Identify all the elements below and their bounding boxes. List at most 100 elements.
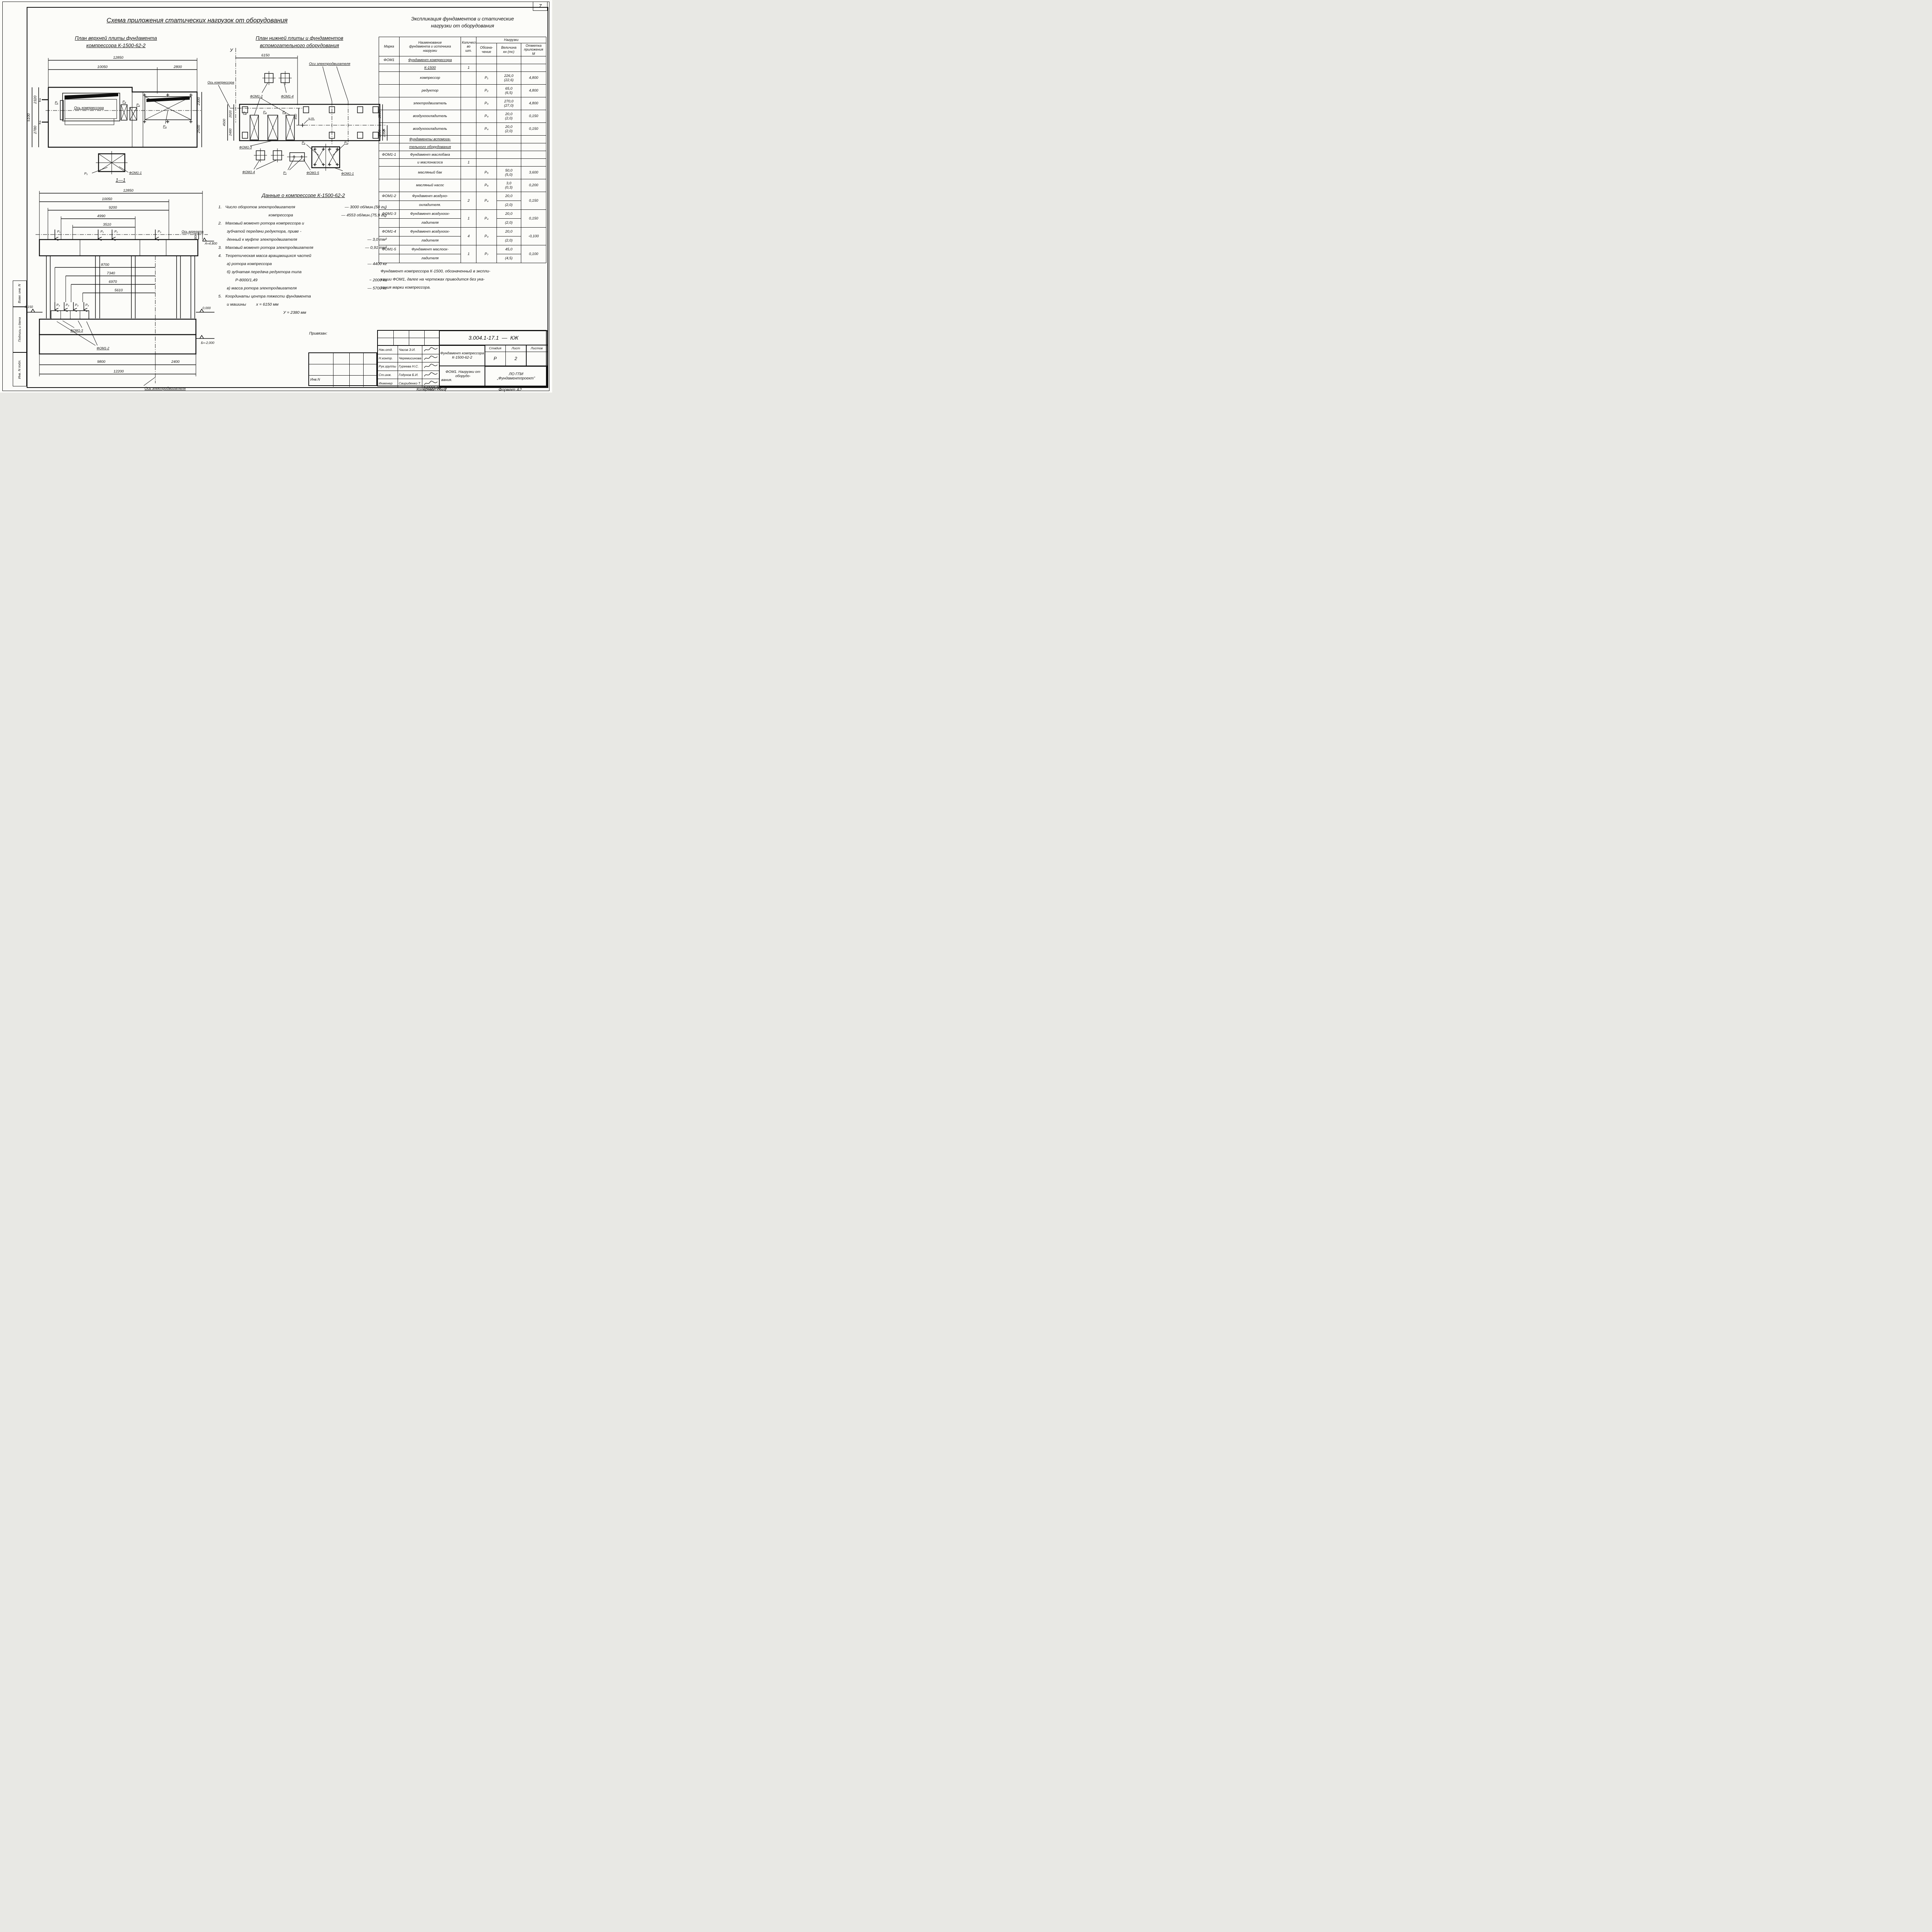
sheet-title-cell: ФОМ1. Нагрузки от оборудо-вания. [439, 366, 485, 387]
organization-cell: ЛО ГПИ„Фундаментпроект” [485, 366, 548, 387]
sdim-5610: 5610 [114, 288, 123, 293]
data-list-item: денный к муфте электродвигателя— 3,0 тм² [227, 237, 387, 242]
sdim-6970: 6970 [109, 280, 117, 284]
axis-comp-label: Ось компрессора [207, 80, 234, 84]
dim-2300: 2300 [197, 97, 201, 106]
dim-5100: 5100 [27, 113, 31, 122]
section-mark-1b: 1 [39, 120, 41, 125]
copied-by: Лбец [437, 388, 446, 392]
section-1-1: 1—1 12850 10050 9200 4990 3510 Ось агрег… [25, 177, 217, 391]
revision-grid [378, 331, 440, 345]
dim-2020: 2020 [228, 110, 232, 118]
format-label: Формат А2 [498, 388, 522, 392]
level-0150: 0,150 [25, 305, 33, 309]
sdim-12850: 12850 [123, 189, 134, 193]
label-fom1-2: ФОМ1-2 [250, 94, 263, 98]
axis-motor-label: Ось электродвигателя [145, 386, 186, 391]
label-fom1-3: ФОМ1-3 [239, 145, 252, 149]
signature [422, 362, 440, 371]
label-fom1-4-top: ФОМ1-4 [281, 94, 294, 98]
sdim-3510: 3510 [103, 223, 111, 227]
data-list-item: 2.Маховый момент ротора компрессора и [218, 221, 304, 226]
cooler-pedestals [250, 115, 295, 140]
stamp-role-row: Ст.инж.Годунов Б.И. [378, 371, 440, 379]
sload-p2: Р₂ [114, 230, 118, 233]
table-row: ладителя(4,5) [379, 254, 546, 263]
dim-2780: 2780 [33, 126, 37, 134]
role-name: Часов Э.И. [398, 346, 422, 354]
load-p5: Р₅ [84, 172, 88, 175]
drawing-sheet: 7 Взам. инв. N Подпись и дата Инв. N под… [0, 0, 552, 393]
data-list-item: У = 2380 мм [283, 310, 306, 315]
stage-block: Стадия Лист Листов Р 2 [485, 345, 548, 367]
dim-4500: 4500 [222, 119, 226, 126]
table-row: ладителя(2,0) [379, 236, 546, 245]
data-list-item: 1.Число оборотов электродвигателя— 3000 … [218, 205, 387, 209]
load-p3: Р₃ [163, 124, 167, 128]
load-p4: Р₄ [122, 100, 126, 104]
sload-p4b: Р₄ [66, 303, 70, 307]
data-list-item: в) масса ротора электродвигателя— 5700 к… [227, 286, 387, 291]
attached-grid: Инв.N [308, 352, 378, 387]
sheet-number: 7 [539, 3, 542, 9]
stamp-role-row: Нач.отд.Часов Э.И. [378, 346, 440, 354]
signature [422, 379, 440, 388]
margin-label-vzam: Взам. инв. N [17, 284, 22, 303]
data-heading: Данные о компрессоре К-1500-62-2 [262, 192, 345, 198]
dim-450: 450 [294, 114, 298, 119]
level-base: Б=-2,000 [201, 341, 214, 345]
load-p4-b: Р₄ [263, 110, 267, 114]
table-row: ладителя(2,0) [379, 218, 546, 228]
axes-motor-label: Оси электродвигателя [309, 62, 350, 66]
title-block: 3.004.1-17.1 — КЖ Нач.отд.Часов Э.И.Н.ко… [377, 330, 548, 388]
dim-10050: 10050 [97, 65, 108, 69]
data-list-item: 3.Маховый момент ротора электродвигателя… [218, 245, 387, 250]
axis-unit-label: Ось агрегата [182, 230, 204, 233]
data-list-item: б) зубчатая передача редуктора типа [227, 270, 302, 274]
order-number: 24206-01 8 [423, 386, 447, 391]
role-name: Гуреева Н.С. [398, 362, 422, 371]
sheet-value: 2 [514, 356, 517, 362]
plan-upper-slab: 12850 10050 2800 Ось компрессора 1 1 232… [27, 56, 202, 175]
copied-line: Копировал Лбец [417, 388, 446, 392]
sload-p1b: Р₁ [100, 230, 104, 233]
dim-2800: 2800 [173, 65, 182, 69]
center-gravity-label: ц.т. [308, 116, 315, 120]
drawing-frame [27, 7, 548, 388]
section-mark-1a: 1 [39, 97, 41, 103]
slabel-fom1-2: ФОМ1-2 [97, 346, 109, 350]
signature [422, 354, 440, 363]
order-sub: 8 [444, 386, 447, 391]
role-label: Н.контр. [378, 354, 398, 363]
slabel-fom1-3: ФОМ1-3 [70, 328, 83, 332]
data-list-item: а) ротора компрессора— 4400 кг [227, 262, 387, 266]
label-fom1-4-bottom: ФОМ1-4 [242, 170, 255, 174]
load-p1: Р₁ [55, 100, 58, 104]
doc-code-cell: 3.004.1-17.1 — КЖ [439, 330, 548, 345]
sload-p3: Р₃ [158, 230, 162, 233]
load-p4-c: Р₄ [282, 110, 286, 114]
plan-low-title: План нижней плиты и фундаментов вспомога… [255, 35, 344, 48]
sdim-4990: 4990 [97, 214, 105, 218]
